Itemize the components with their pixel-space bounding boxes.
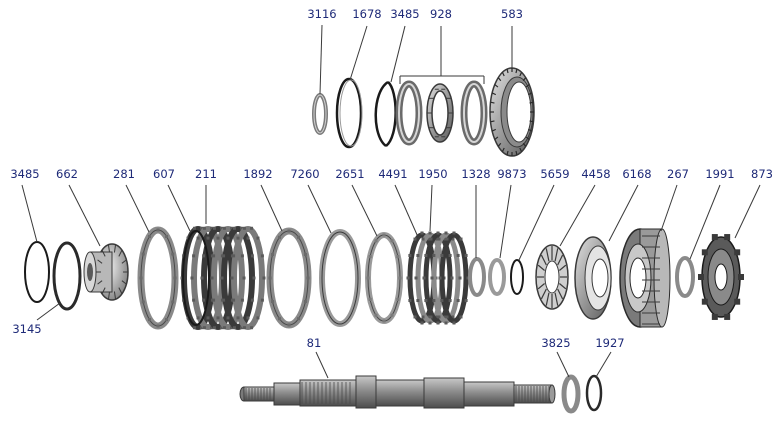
callout-873: 873 <box>751 167 773 181</box>
callout-3116: 3116 <box>307 7 336 21</box>
part-1892-steel-plate <box>266 227 312 329</box>
part-1328-washer <box>468 257 486 297</box>
callout-81: 81 <box>307 336 322 350</box>
callout-607: 607 <box>153 167 175 181</box>
part-3485-left-snap-ring <box>24 241 50 303</box>
part-1927-snap-ring <box>585 374 603 412</box>
part-81-mainshaft <box>239 375 556 409</box>
callout-7260: 7260 <box>290 167 319 181</box>
part-2651-plate <box>365 232 403 324</box>
part-928-roller-clutch <box>426 83 454 143</box>
part-607-211-clutch-pack <box>180 226 266 330</box>
part-928-bearing-race-a <box>395 80 423 146</box>
part-6168-bearing-race <box>574 236 612 320</box>
callout-3485-left: 3485 <box>10 167 39 181</box>
callout-928: 928 <box>430 7 452 21</box>
part-4491-1950-clutch-pack <box>406 231 470 325</box>
callout-1328: 1328 <box>461 167 490 181</box>
callout-583: 583 <box>501 7 523 21</box>
part-1991-thrust-washer <box>675 256 695 298</box>
part-281-friction-plate <box>137 226 179 330</box>
part-5659-snap-ring <box>510 259 524 295</box>
part-9873-washer <box>488 258 506 296</box>
callout-labels: 3116 1678 3485 928 583 3485 662 281 607 … <box>10 7 773 350</box>
callout-1927: 1927 <box>595 336 624 350</box>
callout-3825: 3825 <box>541 336 570 350</box>
callout-1678: 1678 <box>352 7 381 21</box>
callout-267: 267 <box>667 167 689 181</box>
part-3116-snap-ring <box>312 93 328 135</box>
callout-2651: 2651 <box>335 167 364 181</box>
leader-lines <box>21 24 761 379</box>
callout-1950: 1950 <box>418 167 447 181</box>
part-928-bearing-race-b <box>460 80 488 146</box>
part-3145-snap-ring <box>52 241 82 311</box>
part-3825-thrust-washer <box>561 374 581 414</box>
part-662-clutch-hub <box>83 243 129 301</box>
part-7260-pressure-plate <box>319 229 361 327</box>
part-1678-snap-ring <box>335 77 363 149</box>
part-583-sprag-race <box>489 67 535 157</box>
callout-5659: 5659 <box>540 167 569 181</box>
part-873-sun-gear-shell <box>698 234 744 320</box>
callout-9873: 9873 <box>497 167 526 181</box>
callout-4458: 4458 <box>581 167 610 181</box>
callout-281: 281 <box>113 167 135 181</box>
part-3485-top-snap-ring <box>374 80 397 148</box>
callout-662: 662 <box>56 167 78 181</box>
part-4458-sprag-assembly <box>535 244 569 310</box>
callout-211: 211 <box>195 167 217 181</box>
callout-3145: 3145 <box>12 322 41 336</box>
callout-1991: 1991 <box>705 167 734 181</box>
part-267-clutch-drum <box>619 228 671 328</box>
callout-4491: 4491 <box>378 167 407 181</box>
callout-3485-top: 3485 <box>390 7 419 21</box>
callout-1892: 1892 <box>243 167 272 181</box>
callout-6168: 6168 <box>622 167 651 181</box>
